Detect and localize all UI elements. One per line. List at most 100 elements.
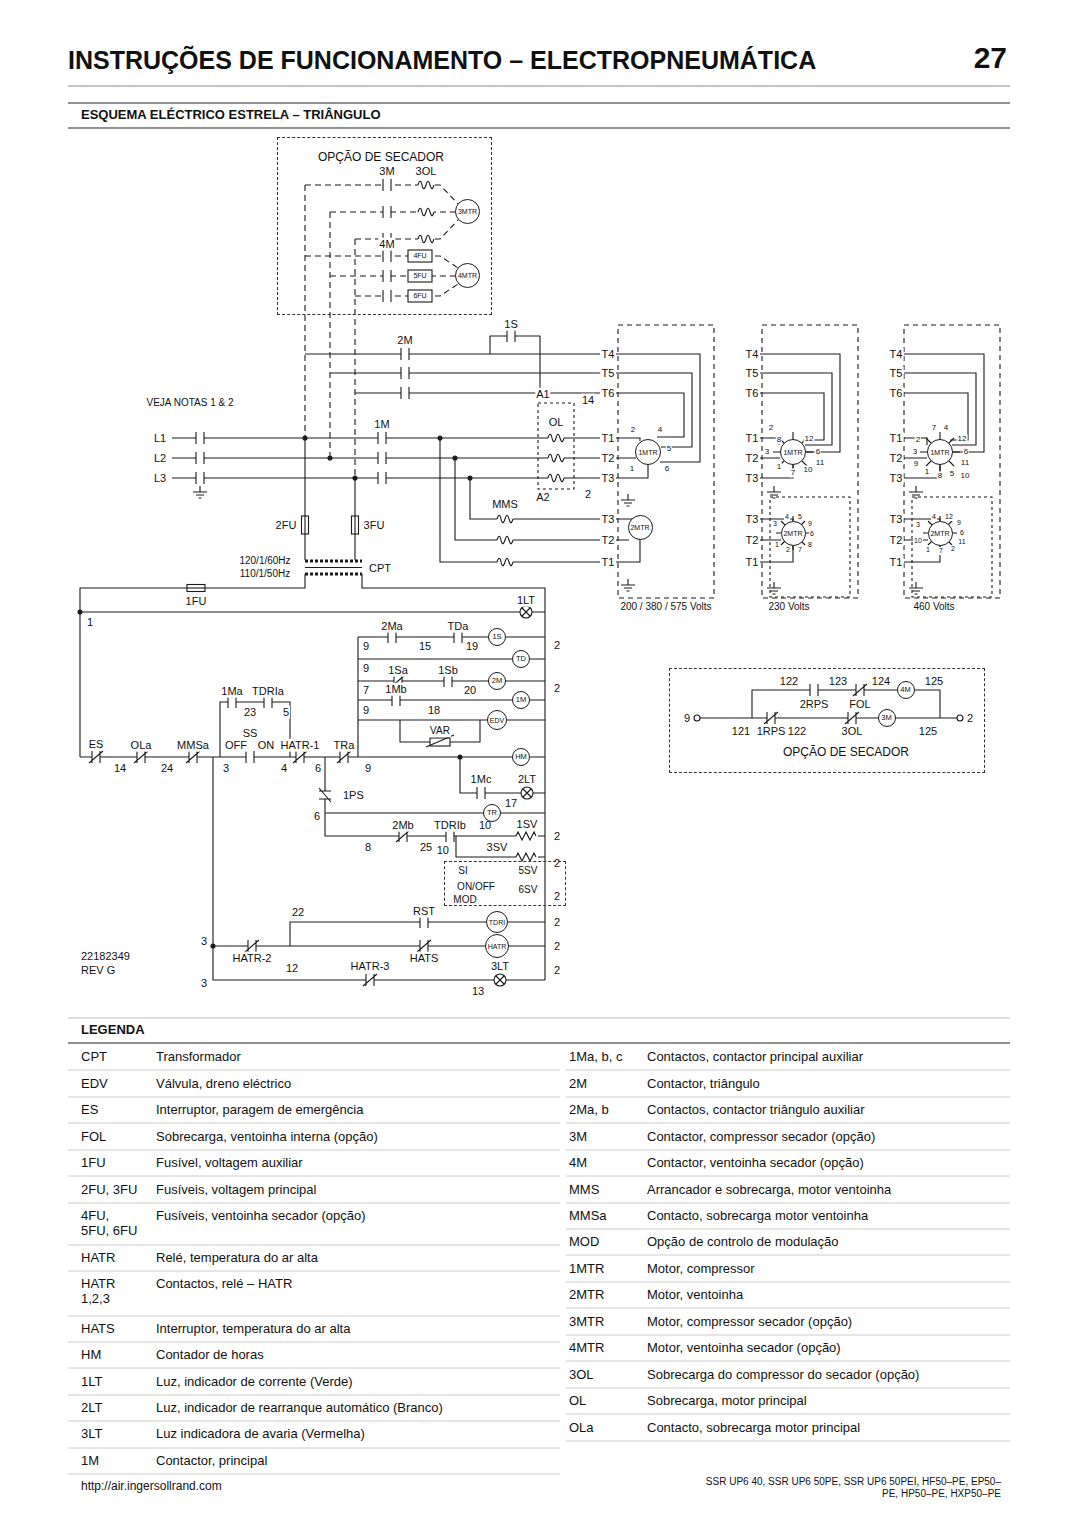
label: REV G bbox=[80, 964, 116, 977]
legend-cell: OLa bbox=[568, 1421, 595, 1436]
label: T6 bbox=[745, 387, 760, 400]
label: 1Ma bbox=[220, 685, 243, 698]
label: T3 bbox=[889, 472, 904, 485]
label: CPT bbox=[368, 562, 392, 575]
footer-text: http://air.ingersollrand.com bbox=[80, 1480, 223, 1494]
node-text: 1M bbox=[516, 696, 526, 704]
legend-cell: Interruptor, temperatura do ar alta bbox=[155, 1322, 351, 1337]
node-text: ON/OFF bbox=[457, 881, 495, 893]
legend-cell: HM bbox=[80, 1348, 102, 1363]
node-text: 2MTR bbox=[630, 524, 649, 531]
label: 6 bbox=[313, 810, 321, 823]
label: 1SV bbox=[516, 818, 539, 831]
label: T1 bbox=[745, 556, 760, 569]
label: T3 bbox=[601, 472, 616, 485]
label: 9 bbox=[362, 704, 370, 717]
label: 6 bbox=[314, 762, 322, 775]
label: HATR-3 bbox=[350, 960, 391, 973]
label: 10 bbox=[436, 844, 450, 857]
node-text: TR bbox=[487, 809, 497, 817]
node-text: TD bbox=[516, 655, 526, 663]
label: T5 bbox=[745, 367, 760, 380]
node-text: 3MTR bbox=[458, 208, 477, 215]
label: 6 bbox=[664, 464, 670, 473]
label: 1S bbox=[503, 318, 518, 331]
label: 1RPS bbox=[756, 725, 787, 738]
label: 6 bbox=[963, 447, 969, 456]
label: 2 bbox=[915, 435, 921, 444]
node-text: 5SV bbox=[519, 865, 538, 877]
label: 1 bbox=[776, 462, 782, 471]
page-title: INSTRUÇÕES DE FUNCIONAMENTO – ELECTROPNE… bbox=[68, 46, 816, 75]
label: 3 bbox=[222, 762, 230, 775]
legend-cell: 4MTR bbox=[568, 1341, 605, 1356]
label: 5 bbox=[282, 706, 290, 719]
motor-circle: 3MTR bbox=[455, 199, 480, 224]
legend-cell: Contactos, contactor triângulo auxiliar bbox=[646, 1103, 866, 1118]
label: 10 bbox=[803, 465, 814, 474]
label: 11 bbox=[815, 458, 825, 467]
label: 110/1/50Hz bbox=[239, 568, 291, 580]
label: 2 bbox=[630, 425, 636, 434]
legend-cell: Fusível, voltagem auxiliar bbox=[155, 1156, 304, 1171]
label: TDRIa bbox=[251, 685, 285, 698]
label: 1Sa bbox=[387, 664, 409, 677]
legend-cell: Motor, compressor secador (opção) bbox=[646, 1315, 853, 1330]
label: 9 bbox=[362, 640, 370, 653]
label: T4 bbox=[745, 348, 760, 361]
label: 5 bbox=[797, 513, 803, 521]
label: 125 bbox=[924, 675, 944, 688]
label: 7 bbox=[797, 546, 803, 554]
label: 460 Volts bbox=[912, 601, 955, 613]
node-text: MOD bbox=[453, 894, 476, 906]
label: 6 bbox=[959, 529, 965, 537]
coil-circle: HM bbox=[512, 748, 530, 766]
label: 2 bbox=[584, 488, 592, 501]
legend-cell: 3OL bbox=[568, 1368, 595, 1383]
label: 2LT bbox=[517, 773, 537, 786]
legend-cell: Contactos, contactor principal auxiliar bbox=[646, 1050, 864, 1065]
label: RST bbox=[412, 905, 436, 918]
coil-circle: HATR bbox=[485, 934, 509, 958]
label: 3 bbox=[772, 520, 778, 528]
label: FOL bbox=[848, 698, 871, 711]
label: 14 bbox=[113, 762, 127, 775]
legend-cell: MOD bbox=[568, 1235, 600, 1250]
label: HATR-2 bbox=[232, 952, 273, 965]
label: 7 bbox=[931, 423, 937, 432]
footer-text: SSR UP6 40, SSR UP6 50PE, SSR UP6 50PEI,… bbox=[700, 1476, 1002, 1499]
legend-cell: 2MTR bbox=[568, 1288, 605, 1303]
label: 121 bbox=[731, 725, 751, 738]
label: 1M bbox=[373, 418, 390, 431]
label: 8 bbox=[937, 471, 943, 480]
label: 5 bbox=[666, 444, 672, 453]
label: 8 bbox=[776, 435, 782, 444]
node-text: 1MTR bbox=[930, 449, 949, 456]
label: 17 bbox=[504, 797, 518, 810]
option-box: OPÇÃO DE SECADOR3MTR4MTR bbox=[277, 137, 492, 315]
label: 19 bbox=[465, 640, 479, 653]
label: 27 bbox=[973, 41, 1008, 76]
label: ESQUEMA ELÉCTRICO ESTRELA – TRIÂNGULO bbox=[80, 108, 382, 123]
label: 8 bbox=[364, 841, 372, 854]
label: 4 bbox=[657, 425, 663, 434]
label: T1 bbox=[889, 432, 904, 445]
label: TRa bbox=[333, 739, 356, 752]
label: 7 bbox=[362, 684, 370, 697]
label: HATR-1 bbox=[280, 739, 321, 752]
label: T3 bbox=[745, 472, 760, 485]
legend-cell: Motor, compressor bbox=[646, 1262, 756, 1277]
motor-circle: 2MTR bbox=[928, 521, 953, 546]
label: 3 bbox=[764, 447, 770, 456]
label: MMSa bbox=[176, 739, 210, 752]
label: T2 bbox=[601, 452, 616, 465]
legend-cell: 2LT bbox=[80, 1401, 103, 1416]
node-text: 2M bbox=[492, 677, 502, 685]
motor-circle: 2MTR bbox=[628, 515, 653, 540]
label: VEJA NOTAS 1 & 2 bbox=[145, 397, 234, 409]
legend-cell: LEGENDA bbox=[80, 1023, 146, 1038]
label: 13 bbox=[471, 985, 485, 998]
legend-cell: Contactor, ventoinha secador (opção) bbox=[646, 1156, 865, 1171]
label: 3FU bbox=[363, 519, 386, 532]
label: 2 bbox=[966, 712, 974, 725]
